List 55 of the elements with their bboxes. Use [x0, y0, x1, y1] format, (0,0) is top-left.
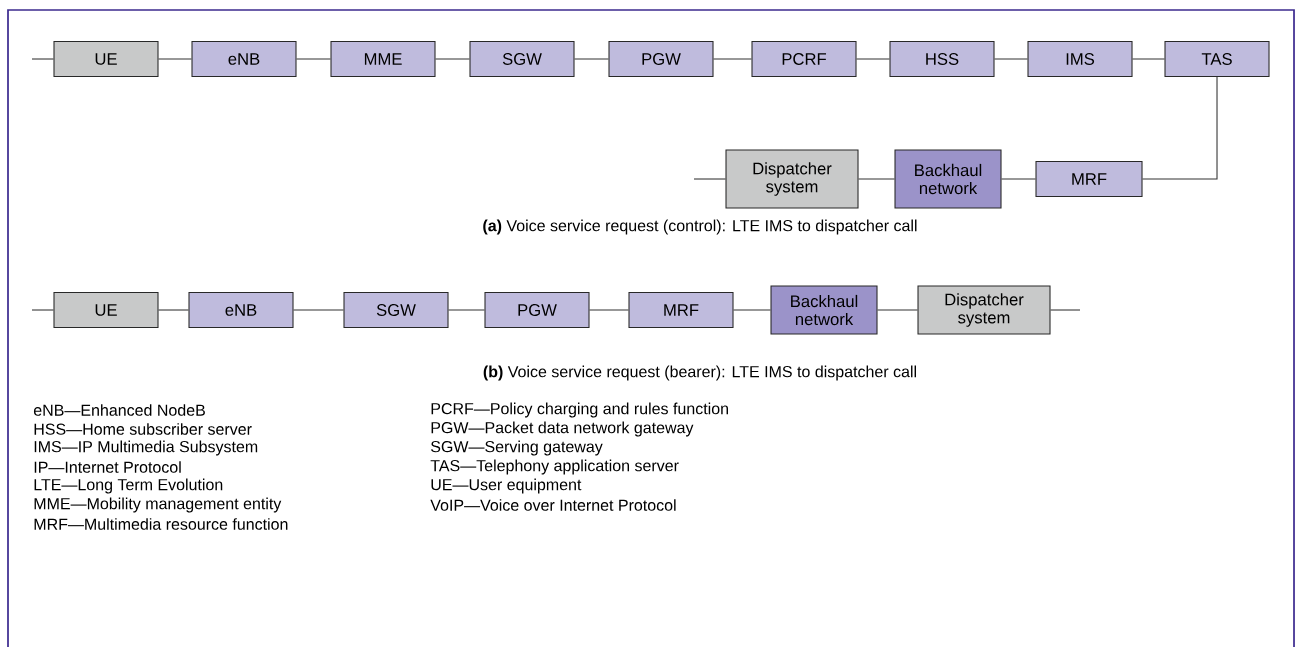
process-box: PCRF	[751, 40, 857, 78]
connector-line	[1001, 178, 1036, 180]
caption: (b) Voice service request (bearer): LTE IMS to dispatcher call	[483, 365, 916, 381]
process-box: HSS	[889, 40, 995, 78]
connector-line	[856, 58, 890, 60]
connector-line	[1050, 309, 1081, 311]
connector-line	[435, 58, 470, 60]
process-box: Backhaul network	[770, 285, 878, 335]
process-box: Dispatcher system	[917, 285, 1051, 335]
connector-line	[733, 309, 771, 311]
process-box: eNB	[191, 40, 297, 78]
connector-line	[158, 58, 192, 60]
connector-line	[994, 58, 1028, 60]
abbreviation-text: LTE—Long Term Evolution	[34, 478, 223, 494]
abbreviation-text: IMS—IP Multimedia Subsystem	[34, 440, 258, 456]
abbreviation-text: eNB—Enhanced NodeB	[33, 404, 205, 416]
process-box: IMS	[1027, 40, 1133, 78]
connector-line	[158, 309, 189, 311]
process-box: UE	[53, 40, 159, 78]
connector-line	[877, 309, 918, 311]
process-box: SGW	[343, 291, 449, 329]
abbreviation-text: MRF—Multimedia resource function	[34, 518, 288, 530]
abbreviation-text: SGW—Serving gateway	[431, 440, 603, 456]
abbreviation-text: UE—User equipment	[431, 478, 582, 494]
process-box: MRF	[628, 291, 734, 329]
abbreviation-text: IP—Internet Protocol	[34, 461, 181, 473]
process-box: eNB	[188, 291, 294, 329]
connector-line	[713, 58, 752, 60]
process-box: UE	[53, 291, 159, 329]
abbreviation-text: TAS—Telephony application server	[430, 459, 679, 475]
connector-line	[693, 178, 726, 180]
caption: (a) Voice service request (control): LTE IMS to dispatcher call	[483, 219, 917, 235]
process-box: MME	[330, 40, 436, 78]
abbreviation-text: MME—Mobility management entity	[34, 497, 282, 513]
connector-line	[1132, 58, 1165, 60]
abbreviation-text: HSS—Home subscriber server	[34, 423, 252, 435]
process-box: Dispatcher system	[725, 149, 859, 209]
process-box: PGW	[608, 40, 714, 78]
connector-line	[858, 178, 895, 180]
process-box: MRF	[1035, 160, 1143, 198]
process-box: PGW	[484, 291, 590, 329]
connector-line	[31, 309, 54, 311]
abbreviation-text: PGW—Packet data network gateway	[431, 421, 694, 437]
connector-line	[1142, 76, 1218, 180]
process-box: TAS	[1164, 40, 1270, 78]
process-box: Backhaul network	[894, 149, 1002, 209]
abbreviation-text: PCRF—Policy charging and rules function	[431, 402, 728, 418]
connector-line	[574, 58, 609, 60]
connector-line	[293, 309, 344, 311]
connector-line	[589, 309, 629, 311]
process-box: SGW	[469, 40, 575, 78]
abbreviation-text: VoIP—Voice over Internet Protocol	[430, 499, 676, 511]
connector-line	[448, 309, 485, 311]
connector-line	[296, 58, 331, 60]
connector-line	[31, 58, 54, 60]
